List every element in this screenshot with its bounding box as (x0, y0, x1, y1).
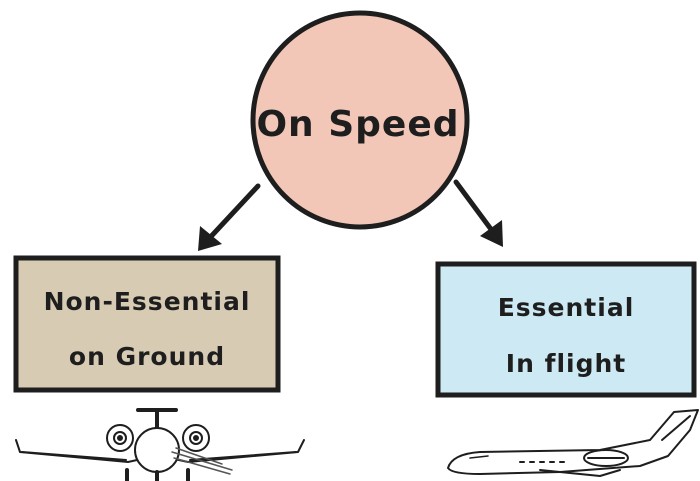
right-box-line2: In flight (506, 349, 626, 378)
left-arrow (198, 183, 261, 251)
airplane-side-view-icon (447, 409, 699, 477)
right-arrow-head (480, 220, 503, 247)
airplane-front-view-icon (15, 408, 305, 481)
left-box (13, 255, 281, 393)
right-box (435, 261, 697, 398)
right-arrow (453, 179, 503, 247)
left-box-line2: on Ground (69, 342, 225, 371)
right-arrow-shaft (453, 179, 499, 239)
right-box-line1: Essential (498, 293, 635, 322)
left-box-line1: Non-Essential (44, 287, 251, 316)
left-node: Non-Essential on Ground (13, 255, 281, 393)
root-node: On Speed (250, 10, 470, 230)
root-label: On Speed (256, 104, 459, 145)
root-circle (250, 10, 470, 230)
left-arrow-head (198, 226, 222, 251)
left-arrow-shaft (201, 183, 261, 247)
right-node: Essential In flight (435, 261, 697, 398)
